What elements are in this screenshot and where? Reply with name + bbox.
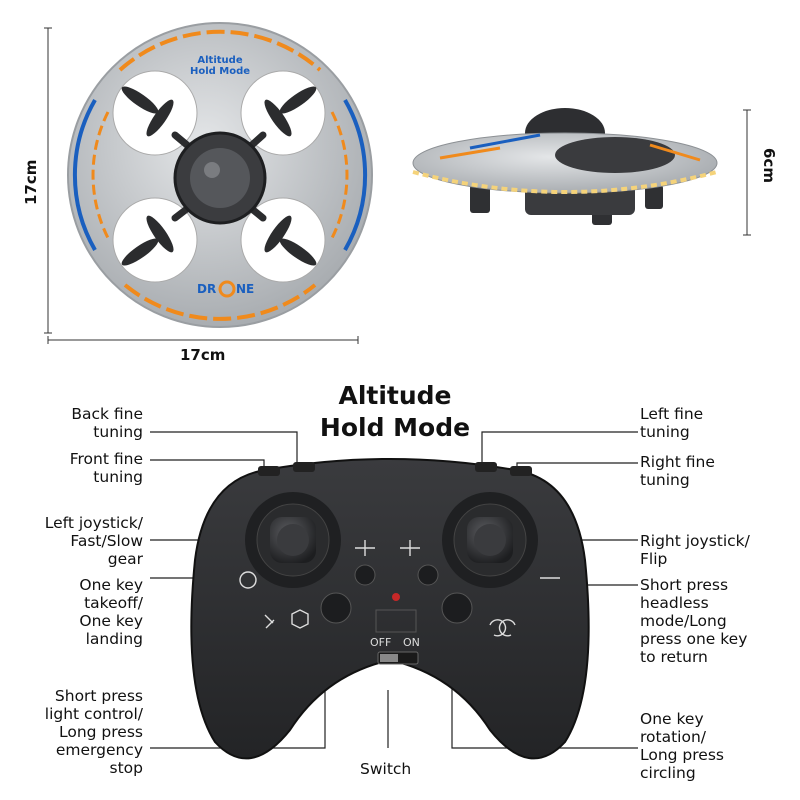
light-stop-label: Short press light control/ Long press em…	[44, 687, 143, 777]
takeoff-landing-label: One key takeoff/ One key landing	[79, 576, 143, 648]
remote-controller	[190, 458, 590, 760]
left-joystick-label: Left joystick/ Fast/Slow gear	[44, 514, 143, 568]
circling-icon	[498, 619, 516, 637]
rotation-icon	[489, 619, 507, 637]
brand-left-text: DR	[197, 282, 216, 296]
front-fine-tuning-label: Front fine tuning	[69, 450, 143, 486]
drone-height-label: 17cm	[22, 159, 40, 205]
left-fine-tuning-label: Left fine tuning	[640, 405, 704, 441]
drone-takeoff-icon	[355, 540, 375, 556]
switch-on-text: ON	[403, 636, 420, 649]
drone-top-view	[67, 22, 373, 328]
dimension-lines	[44, 27, 751, 344]
speed-gauge-icon	[239, 571, 257, 589]
switch-label: Switch	[360, 760, 412, 778]
stop-icon	[291, 609, 309, 629]
switch-off-text: OFF	[370, 636, 392, 649]
rotation-circling-label: One key rotation/ Long press circling	[640, 710, 724, 782]
drone-side-view	[412, 108, 718, 225]
drone-badge-line2: Hold Mode	[190, 66, 250, 77]
right-joystick-label: Right joystick/ Flip	[640, 532, 750, 568]
drone-width-label: 17cm	[180, 346, 226, 364]
page-title: Altitude Hold Mode	[319, 381, 471, 442]
brand-right-text: NE	[236, 282, 254, 296]
brand-logo-icon	[218, 280, 236, 298]
drone-side-height-label: 6cm	[760, 148, 778, 183]
drone-badge-line1: Altitude	[197, 55, 242, 66]
light-icon	[264, 614, 275, 629]
back-fine-tuning-label: Back fine tuning	[71, 405, 143, 441]
headless-return-label: Short press headless mode/Long press one…	[640, 576, 748, 666]
right-fine-tuning-label: Right fine tuning	[640, 453, 715, 489]
headless-icon	[400, 540, 420, 556]
